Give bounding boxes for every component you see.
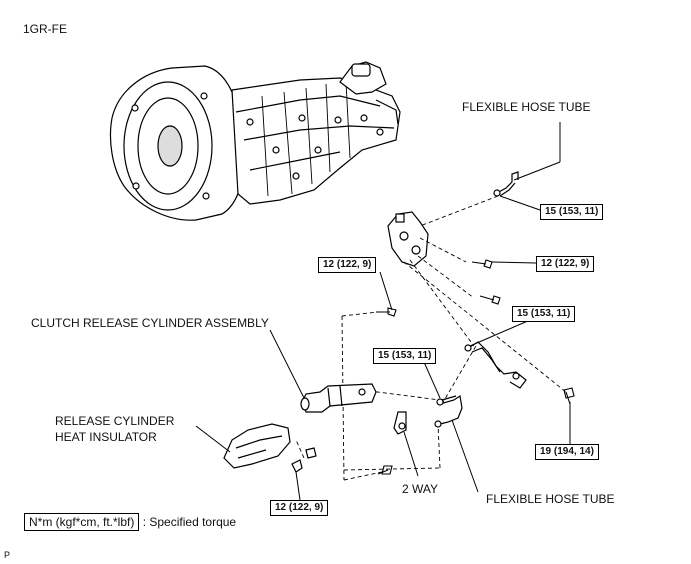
torque-badge: 12 (122, 9) [536,256,595,272]
leader-line [379,271,393,311]
torque-badge: 15 (153, 11) [512,306,576,322]
torque-badge: 19 (194, 14) [535,444,599,460]
heat-insulator-illustration [223,423,317,473]
leader-line [423,361,441,399]
torque-legend-unit: N*m (kgf*cm, ft.*lbf) [24,513,140,531]
leader-line [499,195,541,211]
torque-legend-text: : Specified torque [142,515,237,529]
leader-line [195,425,231,453]
bolts-illustration [376,259,575,475]
torque-legend: N*m (kgf*cm, ft.*lbf) : Specified torque [24,513,237,531]
engine-code-label: 1GR-FE [23,22,68,36]
leader-line [513,161,561,181]
two-way-union-illustration [393,411,407,435]
bracket-illustration [387,211,429,267]
two-way-label: 2 WAY [402,482,439,496]
flexible-hose-tube-bottom-illustration [434,394,463,428]
leader-line [295,471,301,501]
assembly-guide-lines [295,195,567,481]
release-cylinder-heat-insulator-label-line2: HEAT INSULATOR [55,430,157,444]
leader-line [451,419,479,493]
clutch-release-cylinder-illustration [300,383,377,413]
torque-badge: 15 (153, 11) [540,204,604,220]
leader-line [491,261,537,264]
torque-badge: 15 (153, 11) [373,348,437,364]
release-cylinder-heat-insulator-label-line1: RELEASE CYLINDER [55,414,175,428]
leader-line [469,319,531,347]
transmission-illustration [109,61,401,221]
torque-badge: 12 (122, 9) [270,500,329,516]
torque-badge: 12 (122, 9) [318,257,377,273]
flexible-hose-tube-top-label: FLEXIBLE HOSE TUBE [462,100,591,114]
leader-line [269,329,305,399]
flexible-hose-tube-bottom-label: FLEXIBLE HOSE TUBE [486,492,615,506]
flexible-hose-tube-top-illustration [493,171,519,197]
corner-mark: P [4,550,11,560]
hose-tube-right-illustration [464,341,527,389]
leader-line [403,431,419,477]
clutch-release-cylinder-label: CLUTCH RELEASE CYLINDER ASSEMBLY [31,316,269,330]
